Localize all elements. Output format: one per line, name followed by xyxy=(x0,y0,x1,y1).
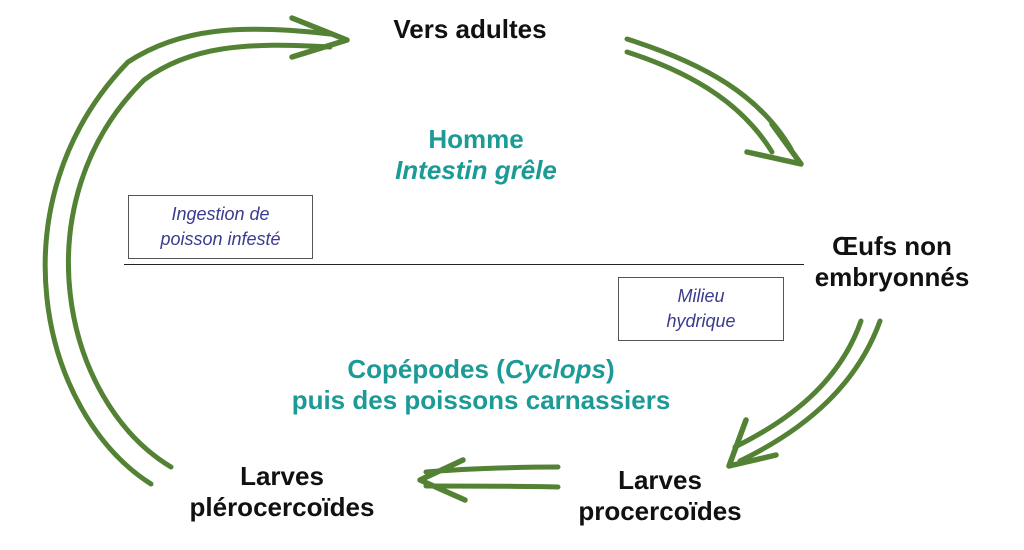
stage-eggs: Œufs non embryonnés xyxy=(792,231,992,293)
stage-eggs-line1: Œufs non xyxy=(832,231,952,261)
arrow-shaft-line xyxy=(423,483,561,490)
definitive-host: Homme Intestin grêle xyxy=(356,124,596,186)
arrowhead-icon xyxy=(417,457,468,503)
arrow-shaft-line xyxy=(42,26,333,487)
arrow-shaft-line xyxy=(624,36,794,152)
arrow-plerocercoid-to-adult-worms-icon xyxy=(42,15,350,487)
arrowhead-icon xyxy=(744,121,804,167)
arrowhead-icon xyxy=(726,417,779,469)
arrow-eggs-to-procercoid-icon xyxy=(726,318,883,469)
arrowhead-icon xyxy=(289,15,350,60)
definitive-host-name: Homme xyxy=(428,124,524,154)
stage-procercoid-line2: procercoïdes xyxy=(578,496,742,526)
note-environment: Milieu hydrique xyxy=(618,277,784,341)
arrow-procercoid-to-plerocercoid-icon xyxy=(417,457,561,503)
stage-procercoid: Larves procercoïdes xyxy=(555,465,765,527)
stage-plerocercoid: Larves plérocercoïdes xyxy=(162,461,402,523)
intermediate-hosts-suffix: ) xyxy=(605,354,615,384)
definitive-host-site: Intestin grêle xyxy=(395,155,557,185)
stage-procercoid-line1: Larves xyxy=(618,465,702,495)
host-divider-line xyxy=(124,264,804,265)
note-ingestion-line1: Ingestion de xyxy=(171,204,270,224)
arrow-shaft-line xyxy=(624,49,775,155)
intermediate-hosts-genus: Cyclops xyxy=(504,354,606,384)
note-environment-line2: hydrique xyxy=(666,311,736,331)
stage-adult-worms: Vers adultes xyxy=(372,14,568,45)
stage-adult-worms-label: Vers adultes xyxy=(393,14,547,44)
intermediate-hosts-prefix: Copépodes ( xyxy=(347,354,505,384)
arrow-shaft-line xyxy=(65,42,333,470)
intermediate-hosts-line1: Copépodes (Cyclops) xyxy=(246,354,716,385)
intermediate-hosts: Copépodes (Cyclops) puis des poissons ca… xyxy=(246,354,716,416)
note-ingestion: Ingestion de poisson infesté xyxy=(128,195,313,259)
stage-plerocercoid-line1: Larves xyxy=(240,461,324,491)
note-environment-line1: Milieu xyxy=(677,286,725,306)
arrow-adult-worms-to-eggs-icon xyxy=(624,36,804,167)
stage-eggs-line2: embryonnés xyxy=(814,262,970,292)
note-ingestion-line2: poisson infesté xyxy=(160,229,281,249)
arrow-shaft-line xyxy=(732,318,864,450)
arrow-shaft-line xyxy=(737,318,883,464)
stage-plerocercoid-line2: plérocercoïdes xyxy=(189,492,375,522)
intermediate-hosts-line2: puis des poissons carnassiers xyxy=(291,385,671,415)
